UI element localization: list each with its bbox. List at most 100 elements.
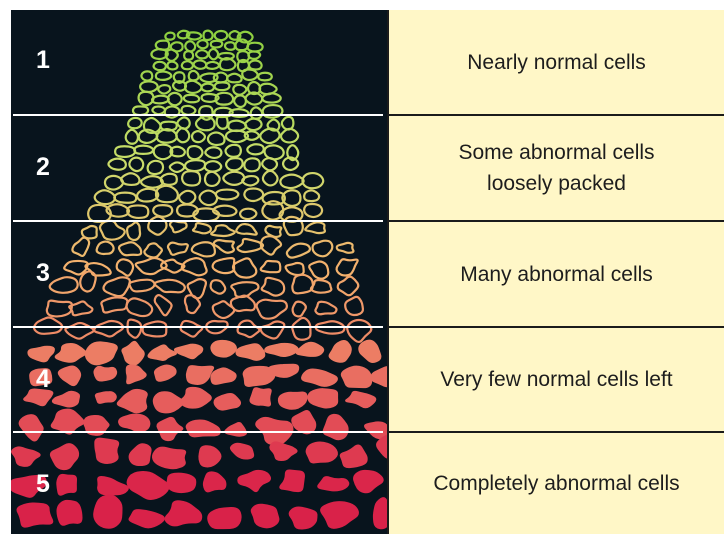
cell-shape [193, 223, 211, 233]
tumor-grade-diagram: 1 2 3 4 5 Nearly normal cells Some abnor… [11, 10, 724, 534]
cell-shape [158, 85, 170, 93]
grade-description-4: Very few normal cells left [389, 328, 724, 431]
grade-number-4: 4 [30, 365, 56, 394]
cell-shape [347, 320, 371, 342]
cell-shape [227, 74, 242, 83]
cell-shape [244, 189, 263, 202]
cell-shape [174, 344, 202, 359]
cell-shape [176, 128, 189, 142]
cell-shape [122, 341, 144, 365]
cell-shape [315, 302, 336, 315]
cell-shape [306, 442, 337, 463]
cell-shape [216, 190, 239, 200]
cell-shape [140, 81, 158, 92]
cell-shape [100, 221, 125, 240]
cell-shape [248, 52, 260, 59]
cell-shape [262, 158, 277, 170]
cell-shape [265, 343, 299, 356]
cell-shape [185, 81, 202, 93]
cell-shape [186, 420, 220, 437]
cell-shape [233, 85, 246, 95]
cell-shape [95, 438, 119, 463]
cell-shape [117, 259, 133, 275]
grade-description-2: Some abnormal cells loosely packed [432, 137, 682, 199]
cell-shape [94, 321, 123, 336]
cell-shape [292, 275, 313, 294]
cell-shape [129, 158, 143, 171]
cell-shape [287, 244, 310, 258]
cell-shape [211, 280, 226, 293]
cell-shape [165, 501, 202, 526]
cell-shape [47, 301, 72, 317]
cell-shape [80, 271, 96, 291]
grade-description-3: Many abnormal cells [389, 222, 724, 326]
cell-shape [148, 161, 163, 174]
cell-shape [247, 144, 263, 154]
cell-shape [251, 107, 262, 118]
cell-shape [156, 186, 178, 202]
cell-shape [337, 243, 354, 253]
cell-shape [261, 261, 281, 272]
cell-shape [192, 242, 215, 256]
cell-shape [180, 387, 211, 408]
cell-shape [309, 261, 328, 278]
cell-shape [304, 190, 319, 201]
cell-shape [230, 443, 253, 459]
grade-number-5: 5 [30, 470, 56, 499]
cell-shape [152, 447, 185, 469]
cell-shape [208, 133, 225, 145]
cell-shape [155, 295, 172, 315]
cell-shape [57, 474, 77, 495]
cell-shape [167, 473, 196, 492]
cell-shape [225, 145, 240, 157]
cell-shape [139, 92, 154, 105]
cell-shape [168, 243, 188, 255]
cell-shape [249, 61, 262, 70]
cell-shape [126, 130, 138, 144]
cell-shape [141, 176, 163, 188]
cell-shape [97, 242, 114, 254]
cell-shape [211, 368, 236, 384]
cell-shape [153, 392, 183, 413]
cell-shape [289, 507, 317, 529]
cell-shape [161, 260, 184, 273]
cell-shape [85, 263, 110, 275]
cell-shape [208, 507, 241, 528]
cell-shape [52, 391, 79, 407]
cell-shape [371, 367, 387, 387]
cell-shape [311, 280, 331, 293]
cell-shape [236, 344, 265, 361]
cell-shape [177, 117, 189, 128]
cell-shape [129, 510, 164, 528]
cell-shape [215, 82, 230, 90]
cell-shape [98, 476, 129, 494]
cell-shape [205, 147, 221, 158]
row-divider [13, 326, 383, 328]
cell-shape [234, 95, 246, 107]
cell-shape [240, 209, 256, 219]
cell-shape [196, 50, 208, 58]
cell-shape [308, 389, 338, 408]
cell-shape [262, 93, 280, 102]
cell-shape [286, 263, 304, 275]
cell-shape [192, 131, 205, 142]
cell-shape [94, 366, 117, 381]
cell-shape [101, 297, 127, 312]
cell-shape [346, 391, 376, 407]
cell-shape [250, 388, 271, 406]
cell-shape [197, 40, 207, 48]
cell-shape [85, 342, 117, 365]
cell-shape [182, 171, 200, 185]
cell-shape [153, 205, 172, 217]
cell-shape [238, 321, 260, 338]
row-divider [13, 220, 383, 222]
cell-shape [302, 173, 323, 188]
cell-shape [204, 31, 213, 40]
cell-shape [194, 60, 207, 68]
cell-shape [215, 31, 228, 40]
grade-description-1: Nearly normal cells [389, 10, 724, 114]
cell-shape [141, 71, 152, 80]
cell-shape [206, 62, 219, 69]
cell-shape [19, 415, 43, 441]
cell-shape [280, 470, 305, 492]
